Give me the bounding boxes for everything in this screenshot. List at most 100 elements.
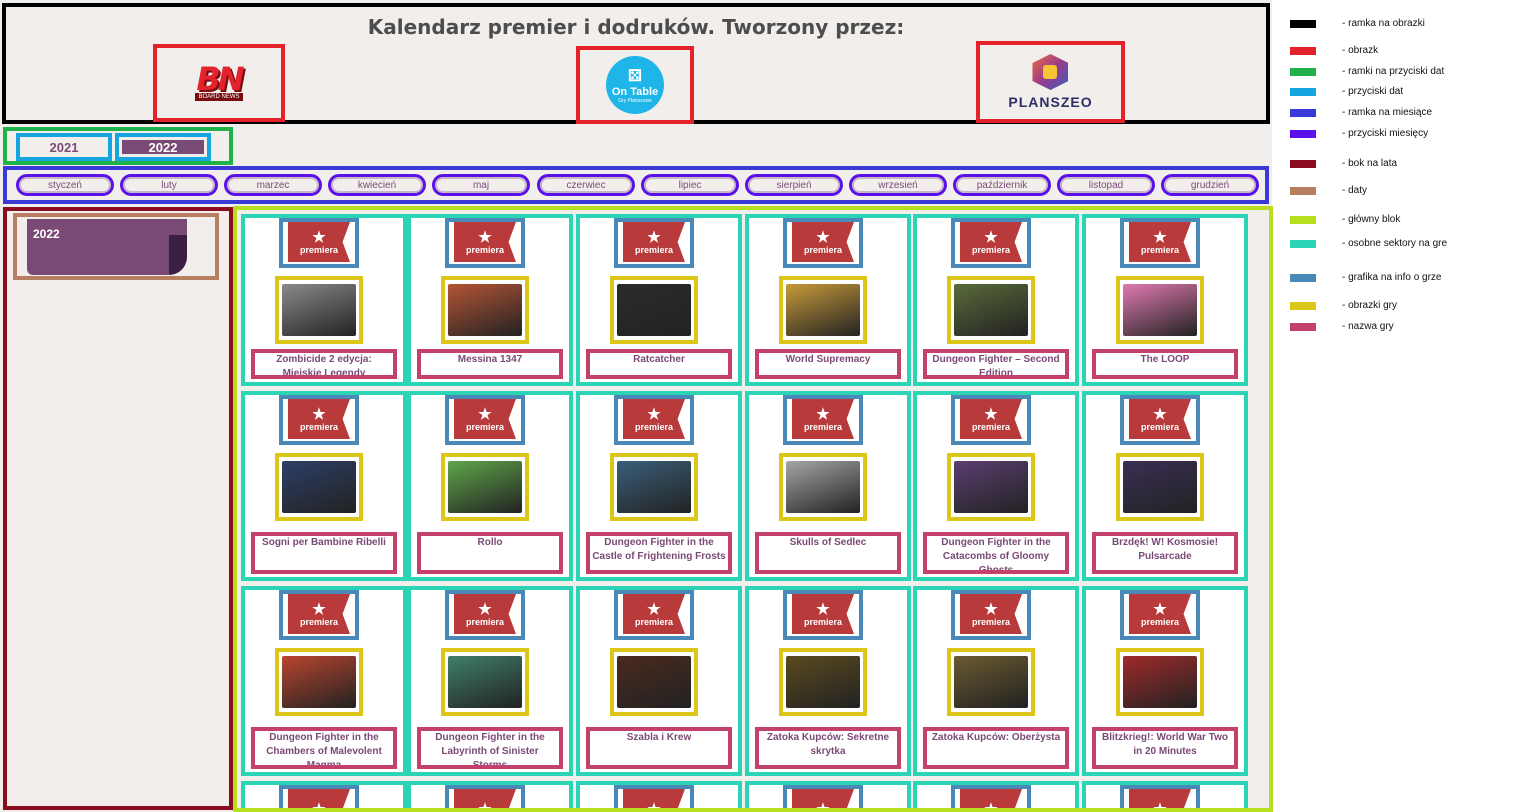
game-image-frame[interactable] (441, 648, 529, 716)
game-image-frame[interactable] (1116, 276, 1204, 344)
month-button-czerwiec[interactable]: czerwiec (537, 174, 635, 196)
premiere-badge-frame: ★premiera (951, 218, 1031, 268)
game-image-frame[interactable] (275, 276, 363, 344)
game-image-frame[interactable] (779, 648, 867, 716)
game-name[interactable]: Dungeon Fighter – Second Edition (923, 349, 1069, 379)
game-image-frame[interactable] (947, 453, 1035, 521)
on-table-logo[interactable]: ⚄ On Table Gry Planszowe (576, 46, 694, 124)
star-icon: ★ (1153, 600, 1167, 618)
game-image-frame[interactable] (275, 453, 363, 521)
game-name[interactable]: Dungeon Fighter in the Castle of Frighte… (586, 532, 732, 574)
month-button-maj[interactable]: maj (432, 174, 530, 196)
game-name[interactable]: Zatoka Kupców: Oberżysta (923, 727, 1069, 769)
game-card[interactable]: ★ (407, 781, 573, 808)
premiere-badge-frame: ★ (1120, 785, 1200, 812)
game-card[interactable]: ★ (1082, 781, 1248, 812)
premiere-badge: ★premiera (792, 222, 854, 262)
legend-swatch (1290, 215, 1316, 224)
premiere-badge: ★premiera (960, 594, 1022, 634)
month-button-marzec[interactable]: marzec (224, 174, 322, 196)
game-image-frame[interactable] (1116, 453, 1204, 521)
premiere-badge: ★premiera (623, 222, 685, 262)
legend-swatch (1290, 87, 1316, 96)
game-name[interactable]: Zombicide 2 edycja: Miejskie Legendy (251, 349, 397, 379)
month-button-sierpien[interactable]: sierpień (745, 174, 843, 196)
game-card[interactable]: ★ (913, 781, 1079, 808)
date-tab[interactable]: 2022 (27, 219, 187, 275)
game-box-image (617, 283, 691, 337)
month-button-wrzesien[interactable]: wrzesień (849, 174, 947, 196)
month-button-luty[interactable]: luty (120, 174, 218, 196)
game-image-frame[interactable] (610, 648, 698, 716)
game-name[interactable]: Dungeon Fighter in the Chambers of Malev… (251, 727, 397, 769)
star-icon: ★ (478, 228, 492, 246)
premiere-label: premiera (803, 616, 843, 627)
game-name[interactable]: World Supremacy (755, 349, 901, 379)
game-card[interactable]: ★ (576, 781, 742, 808)
board-news-logo[interactable]: BN BOARD NEWS (153, 44, 285, 122)
game-box-image (786, 283, 860, 337)
game-image-frame[interactable] (947, 276, 1035, 344)
legend-item: - ramka na miesiące (1290, 107, 1432, 118)
star-icon: ★ (1153, 405, 1167, 423)
month-button-lipiec[interactable]: lipiec (641, 174, 739, 196)
game-image-frame[interactable] (275, 648, 363, 716)
planszeo-logo[interactable]: PLANSZEO (976, 41, 1125, 123)
game-image-frame[interactable] (441, 276, 529, 344)
year-button-2022[interactable]: 2022 (115, 133, 211, 161)
years-sidebar: 2022 (3, 207, 233, 810)
game-name[interactable]: Brzdęk! W! Kosmosie! Pulsarcade (1092, 532, 1238, 574)
month-button-pazdziernik[interactable]: październik (953, 174, 1051, 196)
year-button-2021[interactable]: 2021 (16, 133, 112, 161)
star-icon: ★ (647, 228, 661, 246)
month-label: czerwiec (566, 179, 606, 191)
star-icon: ★ (1153, 800, 1167, 812)
game-image-frame[interactable] (779, 276, 867, 344)
game-name[interactable]: The LOOP (1092, 349, 1238, 379)
legend-item: - obrazki gry (1290, 300, 1397, 311)
game-name[interactable]: Ratcatcher (586, 349, 732, 379)
game-name[interactable]: Dungeon Fighter in the Labyrinth of Sini… (417, 727, 563, 769)
game-card[interactable]: ★ (241, 781, 407, 808)
game-name[interactable]: Zatoka Kupców: Sekretne skrytka (755, 727, 901, 769)
month-label: luty (161, 179, 177, 191)
game-name[interactable]: Dungeon Fighter in the Catacombs of Gloo… (923, 532, 1069, 574)
game-name[interactable]: Rollo (417, 532, 563, 574)
game-image-frame[interactable] (610, 453, 698, 521)
game-image-frame[interactable] (1116, 648, 1204, 716)
game-name[interactable]: Skulls of Sedlec (755, 532, 901, 574)
game-name[interactable]: Blitzkrieg!: World War Two in 20 Minutes (1092, 727, 1238, 769)
game-image-frame[interactable] (947, 648, 1035, 716)
premiere-badge: ★premiera (288, 399, 350, 439)
month-button-styczen[interactable]: styczeń (16, 174, 114, 196)
game-image-frame[interactable] (779, 453, 867, 521)
game-image-frame[interactable] (441, 453, 529, 521)
game-name[interactable]: Szabla i Krew (586, 727, 732, 769)
month-button-kwiecien[interactable]: kwiecień (328, 174, 426, 196)
game-image-frame[interactable] (610, 276, 698, 344)
game-card[interactable]: ★ (745, 781, 911, 808)
game-name[interactable]: Sogni per Bambine Ribelli (251, 532, 397, 574)
month-button-grudzien[interactable]: grudzień (1161, 174, 1259, 196)
premiere-badge: ★ (454, 789, 516, 808)
month-button-listopad[interactable]: listopad (1057, 174, 1155, 196)
game-name[interactable]: Messina 1347 (417, 349, 563, 379)
